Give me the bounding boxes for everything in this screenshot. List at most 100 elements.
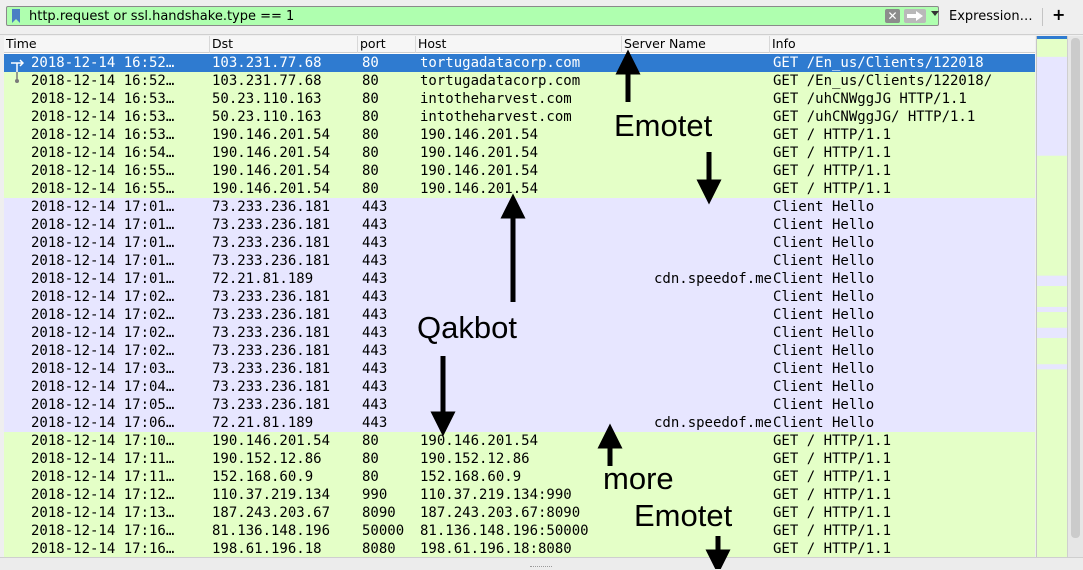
cell-port: 443 <box>362 415 388 431</box>
cell-info: GET / HTTP/1.1 <box>773 451 892 467</box>
column-header-time[interactable]: Time <box>4 36 210 53</box>
cell-port: 990 <box>362 487 388 503</box>
cell-info: GET / HTTP/1.1 <box>773 433 892 449</box>
cell-port: 80 <box>362 91 379 107</box>
cell-info: GET / HTTP/1.1 <box>773 127 892 143</box>
cell-info: Client Hello <box>773 289 875 305</box>
cell-dst: 73.233.236.181 <box>212 343 331 359</box>
display-filter-box[interactable]: ✕ <box>6 6 939 26</box>
cell-info: GET / HTTP/1.1 <box>773 181 892 197</box>
minimap-segment <box>1037 56 1067 156</box>
cell-time: 2018-12-14 17:16… <box>31 523 175 539</box>
cell-host: 190.146.201.54 <box>420 181 539 197</box>
minimap-segment <box>1037 327 1067 339</box>
cell-port: 8080 <box>362 541 396 557</box>
vertical-scrollbar[interactable] <box>1067 36 1083 557</box>
cell-time: 2018-12-14 17:06… <box>31 415 175 431</box>
cell-time: 2018-12-14 17:11… <box>31 451 175 467</box>
cell-dst: 73.233.236.181 <box>212 289 331 305</box>
cell-port: 80 <box>362 127 379 143</box>
cell-port: 80 <box>362 163 379 179</box>
cell-dst: 73.233.236.181 <box>212 253 331 269</box>
cell-time: 2018-12-14 17:01… <box>31 199 175 215</box>
filter-history-dropdown-icon[interactable] <box>931 11 939 16</box>
column-header-host[interactable]: Host <box>416 36 622 53</box>
add-filter-button[interactable]: + <box>1052 5 1066 24</box>
apply-filter-arrow-icon[interactable] <box>904 9 926 23</box>
column-header-port[interactable]: port <box>358 36 416 53</box>
annotation-emotet: Emotet <box>614 108 713 143</box>
cell-port: 50000 <box>362 523 405 539</box>
column-header-info[interactable]: Info <box>772 36 796 51</box>
expression-button[interactable]: Expression… <box>949 9 1033 24</box>
cell-info: Client Hello <box>773 307 875 323</box>
cell-port: 443 <box>362 397 388 413</box>
related-packet-end-icon <box>15 72 19 83</box>
cell-dst: 110.37.219.134 <box>212 487 331 503</box>
cell-port: 80 <box>362 109 379 125</box>
cell-port: 443 <box>362 325 388 341</box>
cell-port: 80 <box>362 181 379 197</box>
cell-dst: 187.243.203.67 <box>212 505 331 521</box>
packet-minimap[interactable] <box>1036 36 1067 557</box>
splitter-grip-icon[interactable] <box>530 566 552 569</box>
column-header-server-name[interactable]: Server Name <box>622 36 770 53</box>
minimap-segment <box>1037 364 1067 370</box>
cell-info: Client Hello <box>773 325 875 341</box>
cell-dst: 72.21.81.189 <box>212 415 314 431</box>
column-header-dst[interactable]: Dst <box>210 36 358 53</box>
minimap-segment <box>1037 312 1067 328</box>
cell-time: 2018-12-14 17:01… <box>31 271 175 287</box>
cell-dst: 190.146.201.54 <box>212 127 331 143</box>
cell-time: 2018-12-14 17:02… <box>31 307 175 323</box>
cell-port: 443 <box>362 361 388 377</box>
cell-port: 80 <box>362 55 379 71</box>
cell-info: Client Hello <box>773 415 875 431</box>
cell-dst: 190.152.12.86 <box>212 451 322 467</box>
cell-dst: 73.233.236.181 <box>212 199 331 215</box>
cell-info: GET / HTTP/1.1 <box>773 505 892 521</box>
clear-filter-icon[interactable]: ✕ <box>885 9 900 23</box>
cell-time: 2018-12-14 17:04… <box>31 379 175 395</box>
cell-time: 2018-12-14 17:10… <box>31 433 175 449</box>
display-filter-input[interactable] <box>29 8 879 24</box>
toolbar-divider <box>1042 8 1043 26</box>
cell-port: 443 <box>362 379 388 395</box>
bookmark-icon[interactable] <box>11 9 21 23</box>
cell-port: 443 <box>362 217 388 233</box>
cell-dst: 190.146.201.54 <box>212 145 331 161</box>
cell-port: 443 <box>362 253 388 269</box>
cell-time: 2018-12-14 16:52… <box>31 55 175 71</box>
cell-time: 2018-12-14 17:01… <box>31 217 175 233</box>
vertical-scrollbar-thumb[interactable] <box>1071 38 1080 538</box>
pane-splitter[interactable] <box>0 557 1083 570</box>
cell-host: 190.152.12.86 <box>420 451 530 467</box>
